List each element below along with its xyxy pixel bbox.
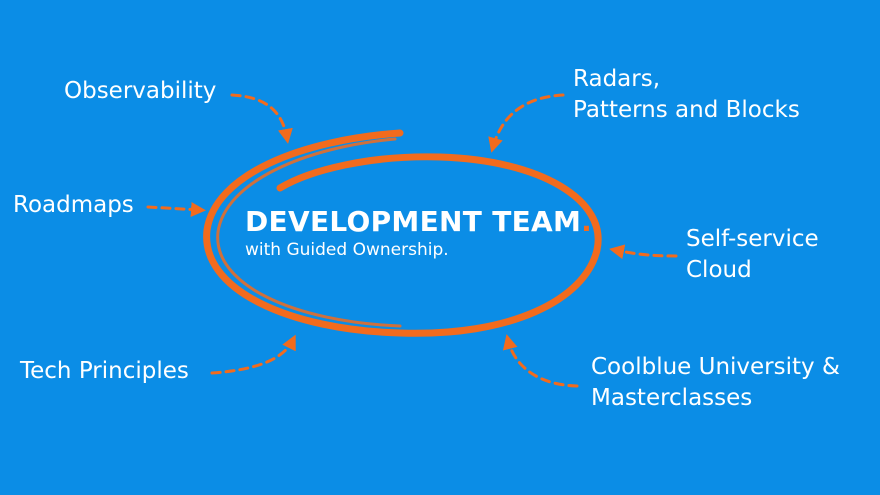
node-radars-line1: Radars, [573, 66, 661, 92]
center-ellipse [203, 129, 602, 337]
ellipse-stroke-main [203, 129, 602, 337]
node-tech-principles-text: Tech Principles [20, 358, 189, 384]
node-radars-line2: Patterns and Blocks [573, 97, 800, 123]
center-title: DEVELOPMENT TEAM. [245, 205, 592, 238]
center-title-dot: . [581, 205, 593, 238]
node-roadmaps: Roadmaps [13, 190, 134, 221]
arrow-coolblue [502, 334, 579, 388]
arrow-tech-principles [210, 334, 296, 375]
center-subtitle: with Guided Ownership. [245, 240, 449, 260]
center-title-text: DEVELOPMENT TEAM [245, 205, 582, 238]
node-roadmaps-text: Roadmaps [13, 192, 134, 218]
node-self-service-line1: Self-service [686, 226, 819, 252]
arrow-self-service [609, 244, 678, 260]
node-coolblue: Coolblue University & Masterclasses [591, 352, 840, 414]
ellipse-stroke-inner [216, 137, 402, 328]
node-observability-text: Observability [64, 78, 217, 104]
node-coolblue-line2: Masterclasses [591, 385, 753, 411]
node-radars: Radars, Patterns and Blocks [573, 64, 800, 126]
node-self-service-line2: Cloud [686, 257, 752, 283]
arrow-observability [230, 93, 293, 144]
node-tech-principles: Tech Principles [20, 356, 189, 387]
node-coolblue-line1: Coolblue University & [591, 354, 840, 380]
arrow-roadmaps [146, 201, 206, 217]
node-observability: Observability [64, 76, 216, 107]
arrow-radars [488, 93, 565, 153]
node-self-service: Self-service Cloud [686, 224, 819, 286]
